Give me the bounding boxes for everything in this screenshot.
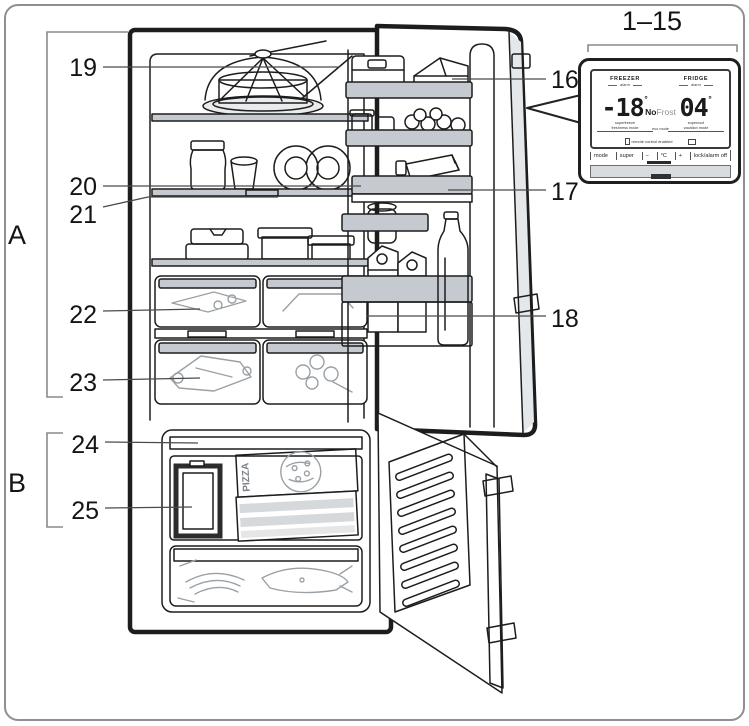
door-hinge-top bbox=[511, 53, 531, 69]
door-latch bbox=[513, 293, 540, 314]
control-panel: FREEZER alarm -18° superfreeze freshness… bbox=[578, 58, 741, 184]
callout-22: 22 bbox=[69, 301, 97, 329]
fridge-mode2-label: vacation mode bbox=[683, 125, 709, 130]
freezer-alarm-row: alarm bbox=[595, 83, 655, 87]
remote-status-label: remote control enabled bbox=[631, 139, 673, 144]
alarm-dash-icon bbox=[678, 84, 688, 86]
freezer-temp-readout: -18° bbox=[595, 88, 655, 120]
callout-25: 25 bbox=[71, 497, 99, 525]
fridge-door bbox=[341, 23, 540, 438]
remote-status: remote control enabled bbox=[624, 138, 673, 145]
fridge-zone-label: FRIDGE bbox=[683, 76, 709, 82]
ice-box-25 bbox=[173, 460, 223, 539]
door-bin-jug bbox=[341, 202, 429, 244]
fridge-temp-readout: 04° bbox=[666, 88, 726, 120]
alarm-dash-icon bbox=[704, 84, 713, 86]
freezer-door-bracket-bottom bbox=[486, 622, 517, 644]
pizza-box: PIZZA bbox=[235, 448, 359, 542]
panel-base-notch bbox=[650, 174, 671, 179]
freezer-bottom-drawer bbox=[169, 545, 363, 607]
panel-buttons: mode super − °C + lock/alarm off bbox=[590, 150, 731, 161]
callout-23: 23 bbox=[69, 369, 97, 397]
section-label-b: B bbox=[8, 468, 26, 498]
nofrost-logo: NoFrost bbox=[645, 107, 676, 117]
bracket-b bbox=[46, 432, 63, 528]
section-label-a: A bbox=[8, 220, 26, 250]
nofrost-frost: Frost bbox=[656, 107, 676, 117]
callout-20: 20 bbox=[69, 173, 97, 201]
door-indicator-icon bbox=[688, 138, 697, 145]
door-bin-dairy bbox=[345, 107, 473, 147]
panel-display: FREEZER alarm -18° superfreeze freshness… bbox=[590, 69, 731, 149]
callout-16: 16 bbox=[551, 66, 579, 94]
celsius-button[interactable]: °C bbox=[656, 151, 670, 160]
bracket-1-15 bbox=[587, 44, 738, 52]
callout-range-1-15: 1–15 bbox=[622, 6, 682, 36]
freezer-alarm-label: alarm bbox=[619, 82, 630, 87]
callout-21: 21 bbox=[69, 201, 97, 229]
fridge-mode1-label: supercool bbox=[687, 121, 705, 125]
panel-notch-mark bbox=[647, 161, 671, 164]
door-bin-top-16 bbox=[345, 55, 473, 99]
panel-base bbox=[590, 165, 731, 179]
degree-symbol: ° bbox=[707, 95, 713, 104]
crisper-drawers bbox=[154, 339, 368, 405]
fridge-temp-value: 04 bbox=[679, 93, 709, 122]
callout-18: 18 bbox=[551, 305, 579, 333]
door-bin-tube-17 bbox=[351, 154, 473, 203]
eco-mode-label: eco mode bbox=[652, 127, 669, 131]
freezer-zone: FREEZER alarm -18° superfreeze freshness… bbox=[595, 76, 655, 133]
shelf-divider-21 bbox=[245, 189, 279, 197]
freezer-mode-labels: superfreeze freshness mode bbox=[597, 121, 653, 133]
freezer-door-ribs bbox=[395, 453, 460, 607]
freezer-door-bracket-top bbox=[482, 475, 514, 497]
minus-button[interactable]: − bbox=[641, 151, 652, 160]
mode-button[interactable]: mode bbox=[590, 151, 611, 160]
remote-phone-icon bbox=[624, 138, 630, 145]
figure-border bbox=[4, 4, 745, 721]
remote-status-row: remote control enabled bbox=[592, 138, 729, 145]
alarm-dash-icon bbox=[607, 84, 617, 86]
shelf-lower bbox=[151, 258, 369, 267]
degree-symbol: ° bbox=[643, 95, 649, 104]
freezer-door bbox=[377, 412, 517, 694]
freezer-mode1-label: superfreeze bbox=[614, 121, 636, 125]
fridge-mode-labels: supercool vacation mode bbox=[668, 121, 724, 133]
plates bbox=[273, 145, 351, 191]
freezer-temp-value: -18 bbox=[601, 93, 645, 122]
fridge-alarm-row: alarm bbox=[666, 83, 726, 87]
bracket-a bbox=[46, 31, 128, 398]
super-button[interactable]: super bbox=[615, 151, 637, 160]
panel-pointer bbox=[526, 94, 582, 124]
fridge-alarm-label: alarm bbox=[690, 82, 701, 87]
callout-24: 24 bbox=[71, 431, 99, 459]
pizza-box-label: PIZZA bbox=[240, 463, 252, 492]
callouts: 19 20 21 22 23 24 25 16 17 18 A B 1–15 bbox=[8, 6, 738, 528]
alarm-dash-icon bbox=[633, 84, 642, 86]
callout-17: 17 bbox=[551, 178, 579, 206]
freezer-door-rail bbox=[485, 473, 504, 689]
callout-19: 19 bbox=[69, 54, 97, 82]
door-bin-bottle-18 bbox=[341, 211, 473, 347]
freezer-mode2-label: freshness mode bbox=[611, 125, 639, 130]
fridge-interior bbox=[151, 49, 369, 405]
freezer-compartment: PIZZA bbox=[161, 429, 371, 613]
shelf-top bbox=[151, 113, 369, 122]
nofrost-no: No bbox=[645, 107, 657, 117]
plus-button[interactable]: + bbox=[674, 151, 685, 160]
freezer-zone-label: FREEZER bbox=[610, 76, 640, 82]
lock-alarm-off-button[interactable]: lock/alarm off bbox=[689, 151, 730, 160]
fridge-zone: FRIDGE alarm 04° supercool vacation mode bbox=[666, 76, 726, 133]
chiller-drawers bbox=[154, 275, 368, 339]
